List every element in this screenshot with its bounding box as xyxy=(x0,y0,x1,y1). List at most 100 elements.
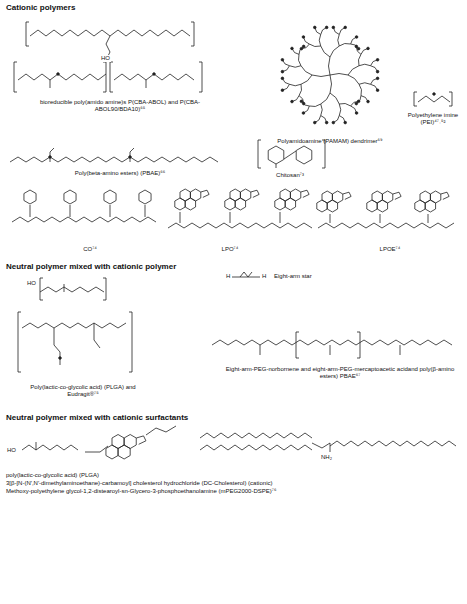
bond xyxy=(94,323,100,348)
bond xyxy=(180,189,190,201)
structure-caption: poly(lactic-co-glycolic acid) (PLGA) xyxy=(6,472,446,479)
bond xyxy=(130,148,134,162)
bond xyxy=(319,34,321,46)
bond xyxy=(309,44,320,46)
bond xyxy=(330,74,348,76)
bond xyxy=(232,277,260,278)
structure-caption: CO⁷⁴ xyxy=(60,246,120,253)
bond xyxy=(124,435,136,449)
bond xyxy=(330,93,339,104)
bond xyxy=(357,332,360,358)
bond xyxy=(104,190,116,204)
charge-dot xyxy=(291,100,294,103)
bond xyxy=(393,192,401,199)
charge-dot xyxy=(367,100,370,103)
bond xyxy=(146,80,147,88)
structure-caption: Chitosan⁷³ xyxy=(245,172,335,179)
bond xyxy=(191,22,194,46)
bond xyxy=(24,190,36,204)
bond xyxy=(129,312,132,372)
section-heading: Neutral polymer mixed with cationic surf… xyxy=(6,413,306,422)
bond xyxy=(106,36,110,56)
charge-dot xyxy=(281,89,284,92)
bond xyxy=(400,345,401,355)
bond xyxy=(146,426,176,435)
charge-dot xyxy=(291,47,294,50)
structure-caption: Methoxy-polyethylene glycol-1,2-distearo… xyxy=(6,488,461,495)
charge-dot xyxy=(59,357,62,360)
charge-dot xyxy=(281,58,284,61)
charge-dot xyxy=(302,45,305,48)
bond xyxy=(290,189,300,201)
bond xyxy=(201,190,209,197)
bond xyxy=(85,446,108,452)
bond xyxy=(18,312,21,372)
bond xyxy=(230,189,240,201)
bond xyxy=(329,57,331,75)
charge-dot xyxy=(357,100,360,103)
structure-caption: Poly(beta-amino esters) (PBAE)⁶⁶ xyxy=(40,170,200,177)
bond xyxy=(359,54,361,65)
atom-label: H xyxy=(225,273,231,280)
atom-label: HO xyxy=(100,55,111,62)
bond xyxy=(36,442,37,450)
bond xyxy=(330,214,331,223)
bond xyxy=(339,104,350,106)
charge-dot xyxy=(376,58,379,61)
bond xyxy=(199,62,202,92)
bond xyxy=(321,46,330,57)
bond xyxy=(18,74,106,80)
bond xyxy=(359,83,371,85)
bond xyxy=(359,84,361,95)
bond xyxy=(40,287,104,292)
bond xyxy=(321,104,323,116)
bond xyxy=(309,104,320,106)
bond xyxy=(240,189,250,201)
bond xyxy=(359,64,371,66)
bond xyxy=(136,436,146,444)
bond xyxy=(103,62,106,92)
bond xyxy=(449,92,452,106)
bond xyxy=(64,284,65,292)
charge-dot xyxy=(332,26,335,29)
bond xyxy=(322,140,325,168)
charge-dot xyxy=(300,47,303,50)
structure-caption: Poly(lactic-co-glycolic acid) (PLGA) and… xyxy=(18,384,148,398)
bond xyxy=(145,205,146,217)
bond xyxy=(268,146,284,164)
bond xyxy=(330,345,331,355)
structure-caption: Eight-arm star xyxy=(274,273,354,280)
structure-caption: bioreducible poly(amido amine)s P(CBA-AB… xyxy=(30,99,210,113)
bond xyxy=(40,278,43,300)
bond xyxy=(332,191,342,203)
bond xyxy=(299,84,301,95)
bond xyxy=(276,164,277,168)
bond xyxy=(258,140,261,168)
bond xyxy=(322,191,332,203)
charge-dot xyxy=(355,36,358,39)
bond xyxy=(230,212,231,223)
charge-dot xyxy=(313,121,316,124)
charge-dot xyxy=(325,121,328,124)
charge-dot xyxy=(281,70,284,73)
charge-dot xyxy=(357,47,360,50)
bond xyxy=(312,443,330,452)
bond xyxy=(420,191,430,203)
charge-dot xyxy=(302,112,305,115)
bond xyxy=(30,205,31,217)
bond xyxy=(441,192,449,199)
bond xyxy=(50,148,54,162)
bond-lines xyxy=(10,22,456,459)
bond xyxy=(348,66,359,75)
bond xyxy=(260,345,261,355)
charge-dot xyxy=(433,93,436,96)
charge-dot xyxy=(129,156,132,159)
bond xyxy=(22,445,78,450)
bond xyxy=(30,30,190,36)
bond xyxy=(70,205,71,217)
bond xyxy=(10,157,218,162)
bond xyxy=(312,75,330,77)
charge-dot xyxy=(344,26,347,29)
bond xyxy=(414,92,417,106)
bond xyxy=(372,191,382,203)
